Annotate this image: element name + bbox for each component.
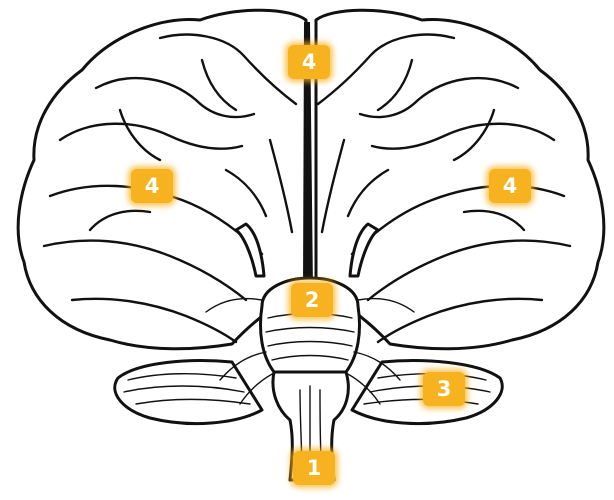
region-marker-right: 4 (489, 169, 531, 203)
region-marker-midbrain: 2 (291, 283, 333, 317)
region-marker-cerebellum: 3 (423, 372, 465, 406)
cerebellum-left (115, 361, 262, 424)
region-marker-top: 4 (288, 45, 330, 79)
region-marker-brainstem: 1 (293, 451, 335, 485)
region-marker-left: 4 (131, 169, 173, 203)
right-hemisphere (316, 10, 604, 349)
